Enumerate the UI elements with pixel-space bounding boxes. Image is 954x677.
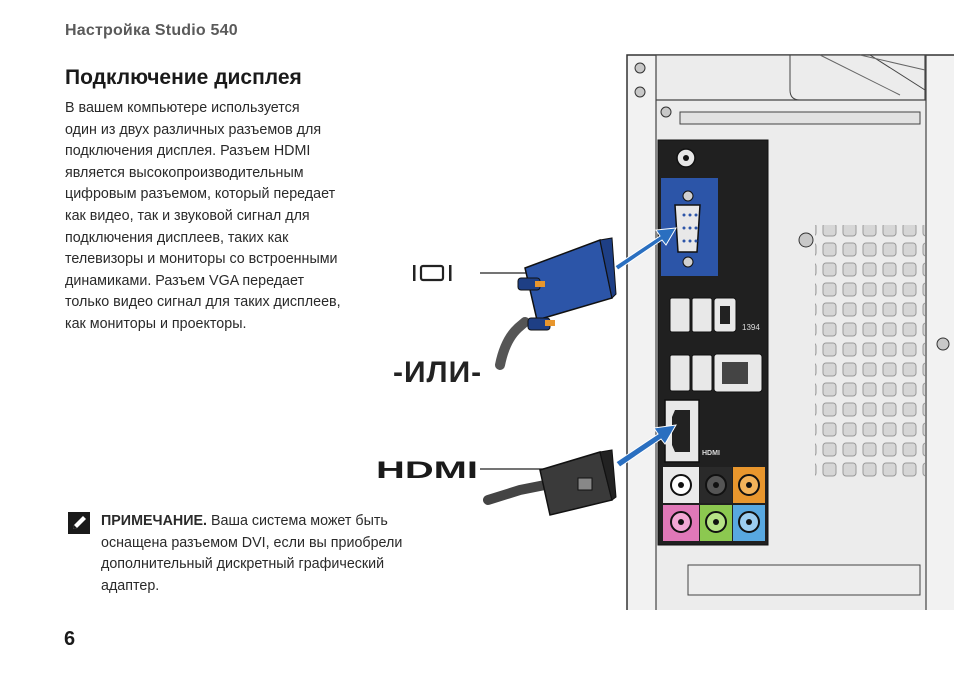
note-line: оснащена разъемом DVI, если вы приобрели (101, 534, 403, 551)
note-line: дополнительный дискретный графический (101, 556, 385, 573)
note-text: Ваша система может быть (207, 513, 388, 529)
body-line: цифровым разъемом, который передает (65, 186, 336, 203)
body-line: как видео, так и звуковой сигнал для (65, 207, 310, 224)
hdmi-port-label: HDMI (702, 450, 720, 457)
firewire-label: 1394 (742, 323, 760, 332)
hdmi-cable-connector (539, 449, 617, 516)
note-line: адаптер. (101, 577, 160, 594)
monitor-icon (413, 264, 452, 282)
body-line: подключения дисплея. Разъем HDMI (65, 143, 311, 160)
vga-cable-connector (517, 237, 617, 331)
or-separator: -ИЛИ- (393, 356, 483, 389)
body-line: динамиками. Разъем VGA передает (65, 272, 305, 289)
note-label: ПРИМЕЧАНИЕ. (101, 513, 208, 529)
running-title: Настройка Studio 540 (65, 22, 238, 39)
note-paragraph: ПРИМЕЧАНИЕ. Ваша система может быть осна… (101, 511, 461, 597)
body-line: подключения дисплеев, таких как (65, 229, 289, 246)
page-number: 6 (64, 628, 76, 650)
body-line: только видео сигнал для таких дисплеев, (65, 294, 341, 311)
body-line: как мониторы и проекторы. (65, 315, 247, 332)
body-line: телевизоры и мониторы со встроенными (65, 251, 338, 268)
body-paragraph: В вашем компьютере используется один из … (65, 98, 395, 336)
body-line: В вашем компьютере используется (65, 100, 300, 116)
body-line: один из двух различных разъемов для (65, 121, 322, 138)
back-panel-illustration: 1394 HDMI (480, 54, 954, 610)
note-first-line: ПРИМЕЧАНИЕ. Ваша система может быть (101, 511, 461, 533)
screw (634, 62, 950, 351)
body-line: является высокопроизводительным (65, 164, 304, 181)
hdmi-logo: HDMI (376, 458, 478, 480)
section-title: Подключение дисплея (65, 66, 302, 89)
pencil-note-icon (68, 512, 90, 534)
hdmi-logo-text: HDMI (376, 458, 478, 480)
